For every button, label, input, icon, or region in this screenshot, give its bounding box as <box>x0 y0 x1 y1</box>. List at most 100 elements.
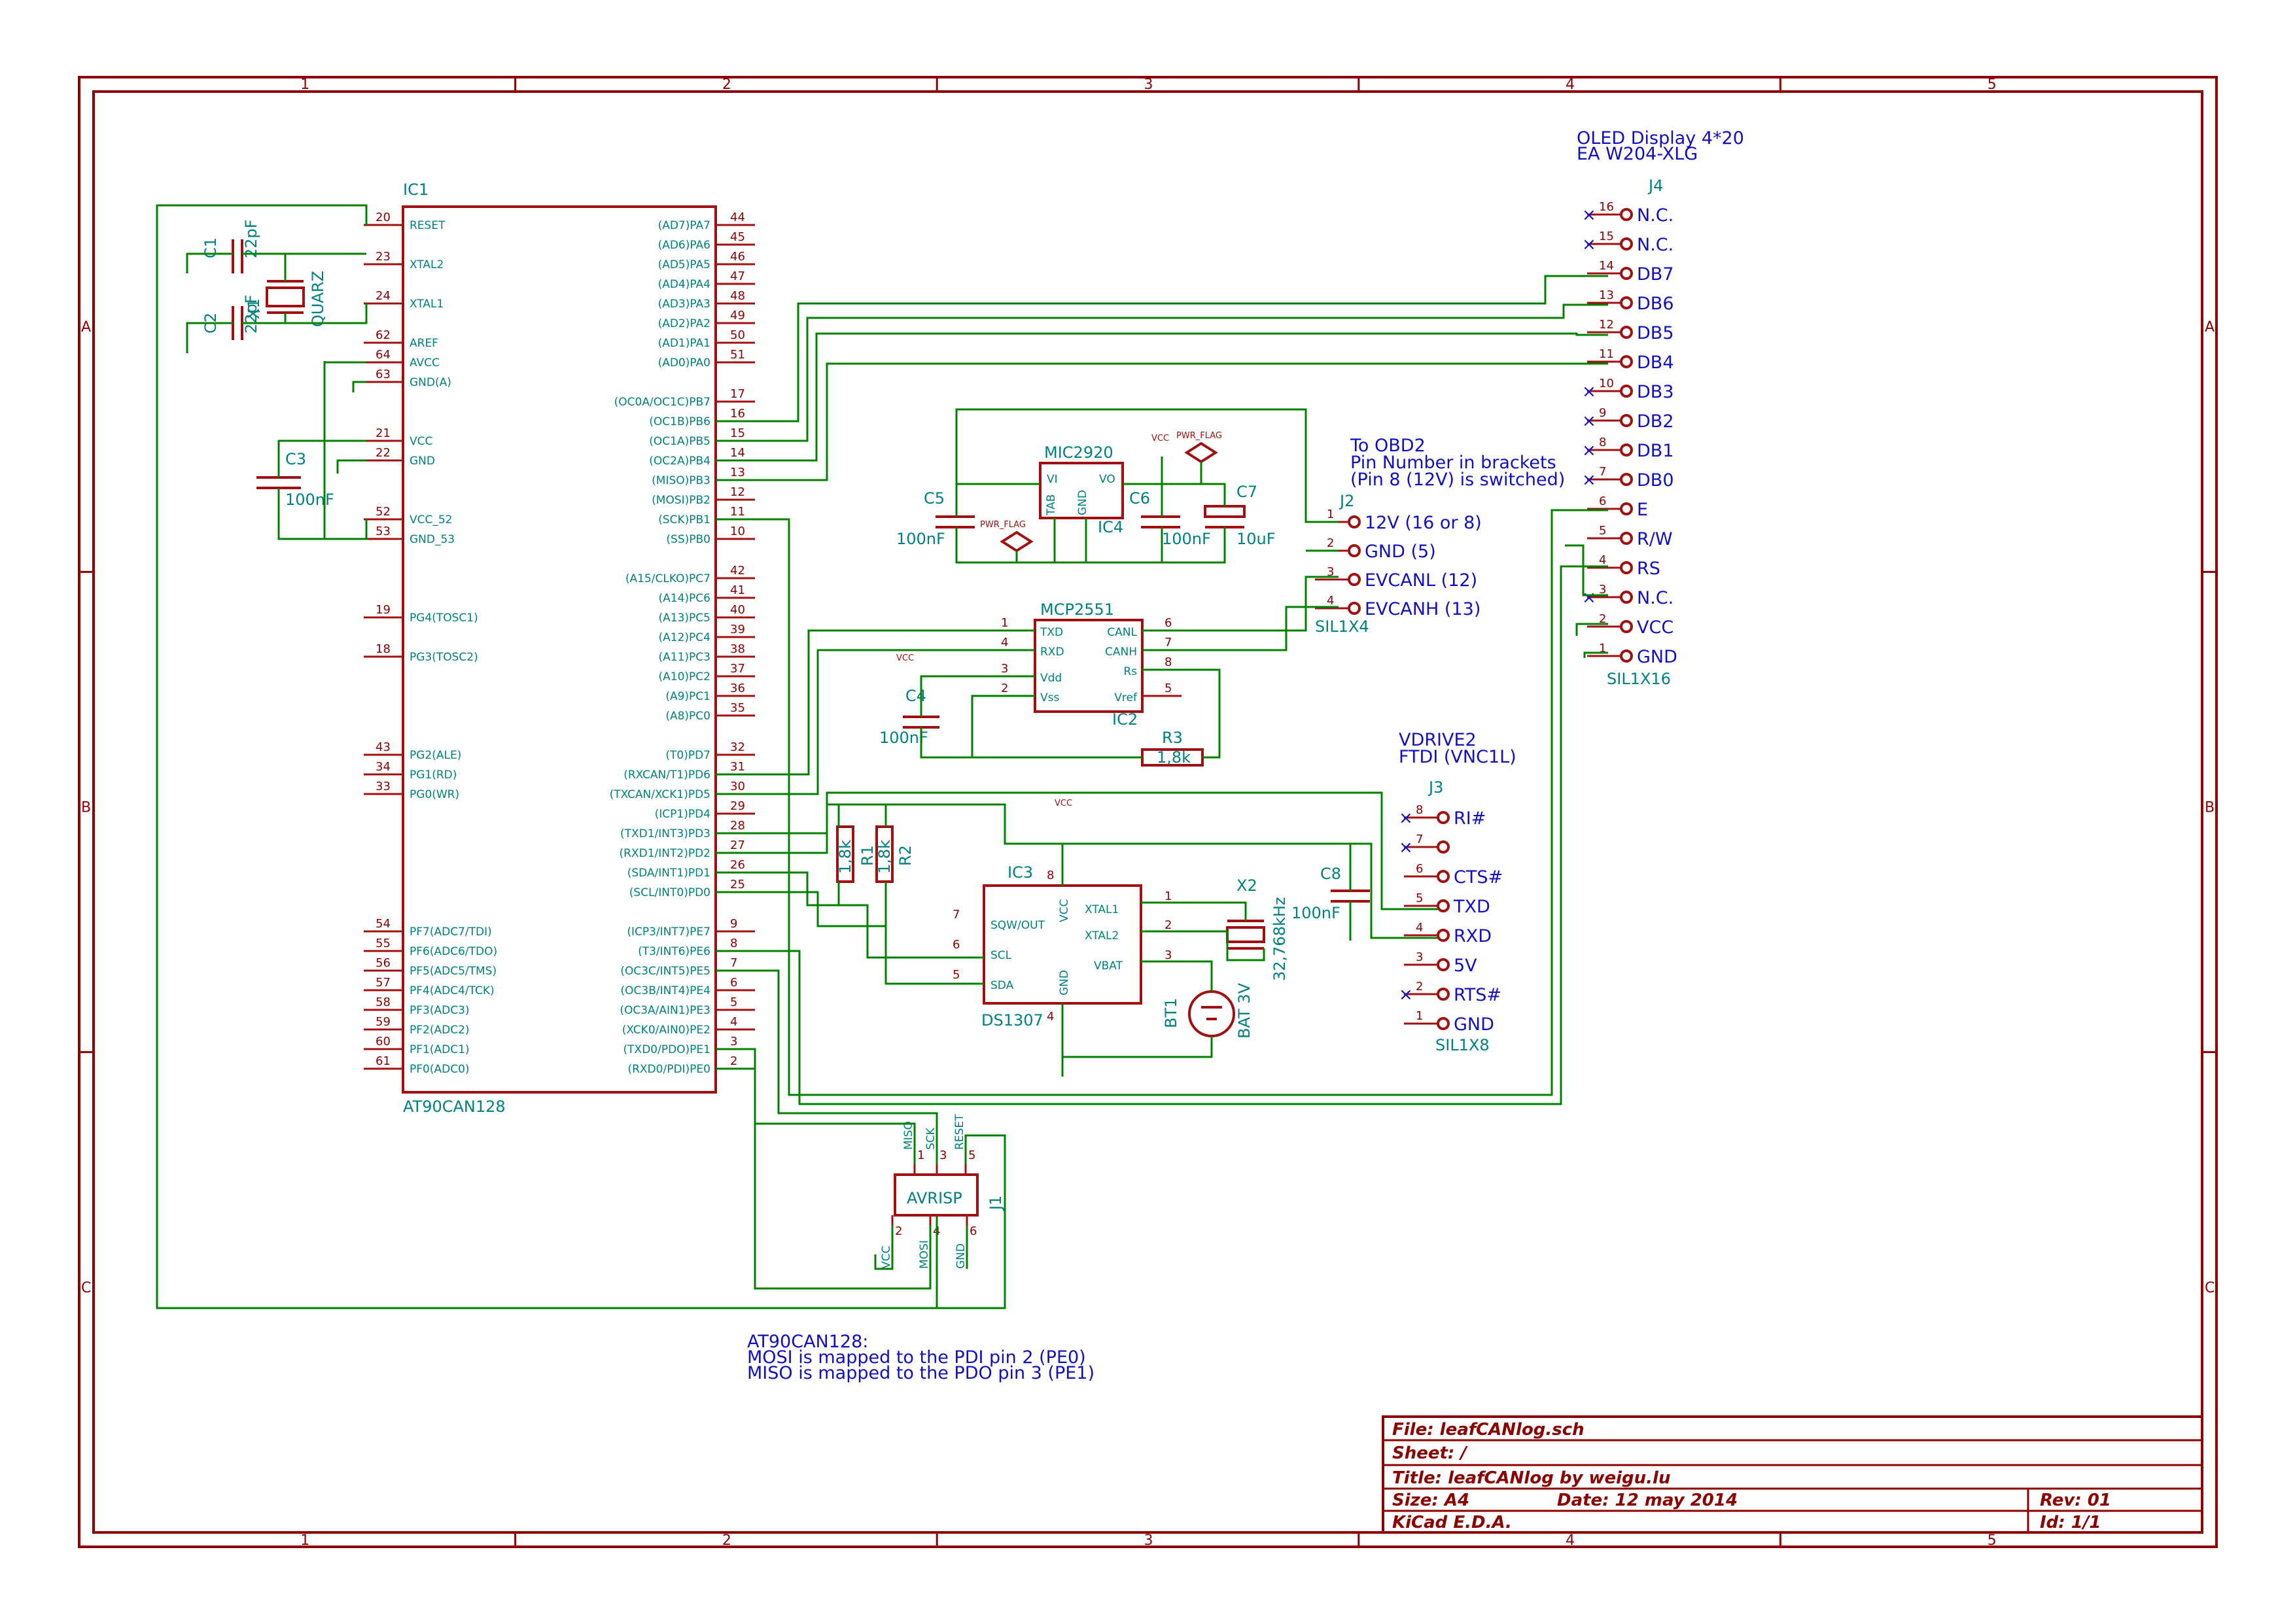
x1-ref: X1 <box>245 298 263 319</box>
ic1-pin-number: 9 <box>730 917 737 931</box>
tb-file: File: leafCANlog.sch <box>1392 1420 1585 1440</box>
note-line-3: MISO is mapped to the PDO pin 3 (PE1) <box>747 1363 1095 1383</box>
j3-pins-pin-circle <box>1437 958 1450 971</box>
ic1-pin-name: AVCC <box>410 356 440 370</box>
ic1-pin-name: (TXCAN/XCK1)PD5 <box>610 788 710 801</box>
j3-pins-pin-number: 6 <box>1416 862 1423 876</box>
zone-left-C: C <box>81 1280 91 1296</box>
j3-pins-pin-circle <box>1437 899 1450 912</box>
j4-value: SIL1X16 <box>1607 670 1671 688</box>
note-line-1: AT90CAN128: <box>747 1332 868 1352</box>
ic1-pin-number: 28 <box>730 819 745 833</box>
ic1-pin-number: 38 <box>730 642 745 656</box>
ic3-rtc: IC3 SQW/OUT SCL SDA XTAL1 XTAL2 VBAT VCC… <box>836 799 1370 1039</box>
zone-right-B: B <box>2205 800 2215 816</box>
tb-size: Size: A4 <box>1392 1491 1469 1510</box>
ic1-pin-number: 30 <box>730 780 745 793</box>
j4-pins-pin-number: 13 <box>1599 288 1614 302</box>
ic2-pin-number: 3 <box>1001 662 1008 676</box>
ic2-pin-name: Rs <box>1123 665 1137 678</box>
ic4-value: MIC2920 <box>1044 443 1113 462</box>
j4-pins-pin-circle <box>1620 532 1633 545</box>
j4-pins-pin-circle <box>1620 385 1633 398</box>
ic1-pin-number: 6 <box>730 976 737 990</box>
zone-top-2: 2 <box>722 77 731 93</box>
j4-pins-pin-label: DB4 <box>1637 353 1674 373</box>
ic1-pin-number: 56 <box>376 956 391 970</box>
ic3-pin-xtal1: XTAL1 <box>1085 903 1119 916</box>
ic1-pin-number: 15 <box>730 426 745 440</box>
ic3-pin-sqw: SQW/OUT <box>990 919 1045 932</box>
ic1-pin-number: 63 <box>376 368 391 381</box>
ic1-pin-number: 18 <box>376 642 391 656</box>
ic1-pin-name: (AD3)PA3 <box>658 298 710 311</box>
ic1-pin-name: (AD0)PA0 <box>658 356 710 370</box>
j3-ref: J3 <box>1428 778 1443 797</box>
ic1-pin-name: (SCL/INT0)PD0 <box>629 886 710 899</box>
r2-value: 1,8k <box>875 840 894 874</box>
ic1-pin-number: 40 <box>730 603 745 617</box>
ic1-pin-name: (A10)PC2 <box>659 670 710 683</box>
pwr-flag-label-1: PWR_FLAG <box>980 520 1026 530</box>
tb-date: Date: 12 may 2014 <box>1557 1491 1738 1510</box>
zone-bottom-4: 4 <box>1566 1532 1575 1549</box>
j1-pin-name: MOSI <box>918 1240 931 1269</box>
ic1-pin-number: 51 <box>730 348 745 362</box>
note-line-2: MOSI is mapped to the PDI pin 2 (PE0) <box>747 1347 1086 1368</box>
j2-pins-pin-label: EVCANH (13) <box>1365 599 1480 619</box>
j4-pins-pin-number: 15 <box>1599 230 1614 243</box>
ic2-pin-number: 1 <box>1001 616 1008 630</box>
ic2-pin-name: Vss <box>1040 691 1059 704</box>
ic3-num: 3 <box>1165 948 1172 962</box>
ic1-pin-name: (TXD1/INT3)PD3 <box>620 827 710 840</box>
j4-pins-pin-number: 2 <box>1599 612 1606 626</box>
j4-pins-pin-number: 1 <box>1599 642 1606 655</box>
ic1-pin-number: 7 <box>730 956 737 970</box>
ic2-pin-name: CANH <box>1105 646 1137 659</box>
j2-title-1: To OBD2 <box>1350 436 1426 456</box>
ic1-pin-number: 5 <box>730 995 737 1009</box>
j4-pins-pin-circle <box>1620 473 1633 486</box>
j3-pins-pin-label: CTS# <box>1454 867 1503 888</box>
ic1-pin-name: (OC0A/OC1C)PB7 <box>614 396 710 409</box>
zone-bottom-1: 1 <box>300 1532 309 1549</box>
ic1-atmega: IC1 AT90CAN128 20RESET23XTAL224XTAL162AR… <box>364 181 755 1116</box>
j4-pins-pin-number: 8 <box>1599 436 1606 449</box>
vcc-label-ic3: VCC <box>1055 799 1072 808</box>
tb-sheet: Sheet: / <box>1392 1443 1468 1463</box>
r3-value: 1,8k <box>1157 748 1191 767</box>
j2-pins-pin-circle <box>1348 602 1361 615</box>
ic1-pin-number: 36 <box>730 682 745 695</box>
j4-pins-pin-circle <box>1620 502 1633 515</box>
j4-pins-pin-label: DB1 <box>1637 441 1674 461</box>
j4-pins-pin-number: 4 <box>1599 553 1606 567</box>
j4-title-2: EA W204-XLG <box>1577 144 1698 164</box>
ic1-pin-number: 22 <box>376 446 391 460</box>
j4-pins-pin-number: 7 <box>1599 465 1606 479</box>
ic1-pin-name: GND <box>410 455 435 468</box>
ic1-pin-number: 39 <box>730 623 745 636</box>
j2-pins-pin-label: GND (5) <box>1365 542 1436 562</box>
ic3-pin-vcc: VCC <box>1058 899 1071 922</box>
ic2-pin-name: Vref <box>1114 691 1138 704</box>
j2-title-3: (Pin 8 (12V) is switched) <box>1350 470 1565 490</box>
c2-value: 22pF <box>242 294 260 334</box>
j2-pins-pin-number: 2 <box>1327 536 1334 550</box>
ic2-pin-number: 6 <box>1165 616 1172 630</box>
j3-pins-pin-label: TXD <box>1453 897 1490 917</box>
ic1-pin-number: 44 <box>730 211 745 224</box>
r1-value: 1,8k <box>836 840 854 874</box>
no-connect-icon: × <box>1582 235 1596 254</box>
j1-ref: J1 <box>987 1196 1005 1211</box>
j4-pins-pin-label: N.C. <box>1637 588 1673 608</box>
ic4-pin-vo: VO <box>1099 473 1115 486</box>
ic1-pin-number: 37 <box>730 662 745 676</box>
no-connect-icon: × <box>1582 588 1596 608</box>
j4-pins-pin-label: R/W <box>1637 529 1673 549</box>
ic1-pin-name: (AD1)PA1 <box>658 337 710 350</box>
j3-pins-pin-number: 8 <box>1416 803 1423 817</box>
ic1-pin-name: VCC_52 <box>410 513 453 527</box>
ic3-num: 8 <box>1047 869 1054 882</box>
